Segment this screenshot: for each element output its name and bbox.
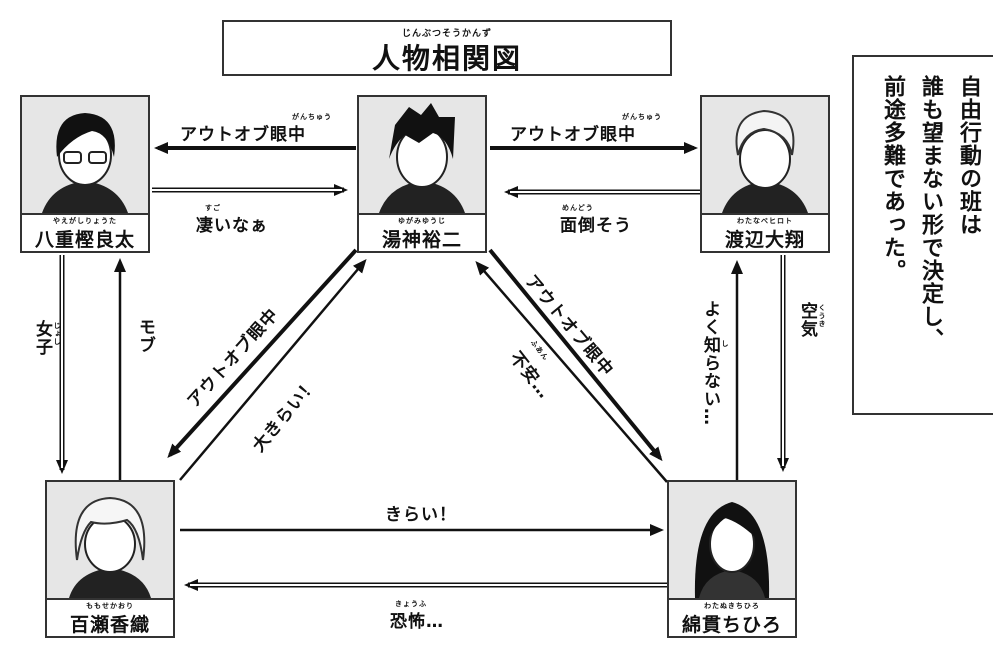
relation-label-yugami-to-watanabe: アウトオブ眼中 [510, 125, 636, 145]
page-title: 人物相関図 [371, 42, 522, 75]
arrow-momose-to-yugami [179, 258, 367, 481]
portrait-momose [47, 482, 173, 600]
relation-label-yugami-to-yaegashi: アウトオブ眼中 [180, 125, 306, 145]
relation-label-watanuki-to-momose: 恐怖… [390, 612, 444, 632]
narration-line-1: 自由行動の班は [956, 75, 981, 236]
character-name: 百瀬香織 [69, 614, 150, 636]
arrow-yugami-to-watanuki [488, 248, 663, 462]
title-furigana: じんぶつそうかんず [401, 29, 492, 39]
relation-label-watanabe-to-watanuki: 空気 [797, 302, 817, 338]
relation-label-watanuki-to-watanabe: よく知らない… [700, 300, 720, 426]
relation-furigana: くうき [818, 304, 826, 328]
relation-furigana: じょし [53, 322, 61, 346]
character-name: 湯神裕二 [381, 229, 462, 251]
portrait-watanuki [669, 482, 795, 600]
relation-furigana: きょうふ [395, 600, 427, 608]
relation-furigana: すご [205, 204, 221, 212]
arrow-yugami-to-momose [167, 248, 358, 458]
character-name: 綿貫ちひろ [681, 614, 782, 636]
relation-label-watanabe-to-yugami: 面倒そう [560, 216, 632, 236]
title-box: じんぶつそうかんず 人物相関図 [222, 20, 672, 76]
relation-furigana: めんどう [562, 204, 594, 212]
name-furigana: わたぬきちひろ [704, 602, 760, 610]
relation-label-momose-to-yaegashi: モブ [135, 318, 155, 354]
character-card-yaegashi: やえがしりょうた 八重樫良太 [20, 95, 150, 253]
character-card-yugami: ゆがみゆうじ 湯神裕二 [357, 95, 487, 253]
relation-furigana: がんちゅう [292, 113, 332, 121]
relation-label-yaegashi-to-yugami: 凄いなぁ [196, 216, 268, 236]
name-furigana: やえがしりょうた [53, 217, 117, 225]
character-name: 八重樫良太 [34, 229, 135, 251]
narration-line-2: 誰も望まない形で決定し、 [918, 75, 943, 351]
narration-line-3: 前途多難であった。 [880, 75, 905, 282]
name-furigana: ゆがみゆうじ [398, 217, 446, 225]
portrait-watanabe [702, 97, 828, 215]
character-card-watanabe: わたなべヒロト 渡辺大翔 [700, 95, 830, 253]
relation-furigana: がんちゅう [622, 113, 662, 121]
character-card-momose: ももせかおり 百瀬香織 [45, 480, 175, 638]
portrait-yaegashi [22, 97, 148, 215]
relation-label-yaegashi-to-momose: 女子 [32, 320, 52, 356]
relation-furigana: し [721, 340, 729, 348]
name-furigana: ももせかおり [86, 602, 134, 610]
relation-label-momose-to-watanuki: きらい！ [385, 505, 457, 525]
narration-box: 自由行動の班は 誰も望まない形で決定し、 前途多難であった。 [852, 55, 993, 415]
character-name: 渡辺大翔 [724, 229, 805, 251]
character-card-watanuki: わたぬきちひろ 綿貫ちひろ [667, 480, 797, 638]
name-furigana: わたなべヒロト [737, 217, 793, 225]
portrait-yugami [359, 97, 485, 215]
arrow-watanuki-to-yugami [475, 260, 668, 483]
